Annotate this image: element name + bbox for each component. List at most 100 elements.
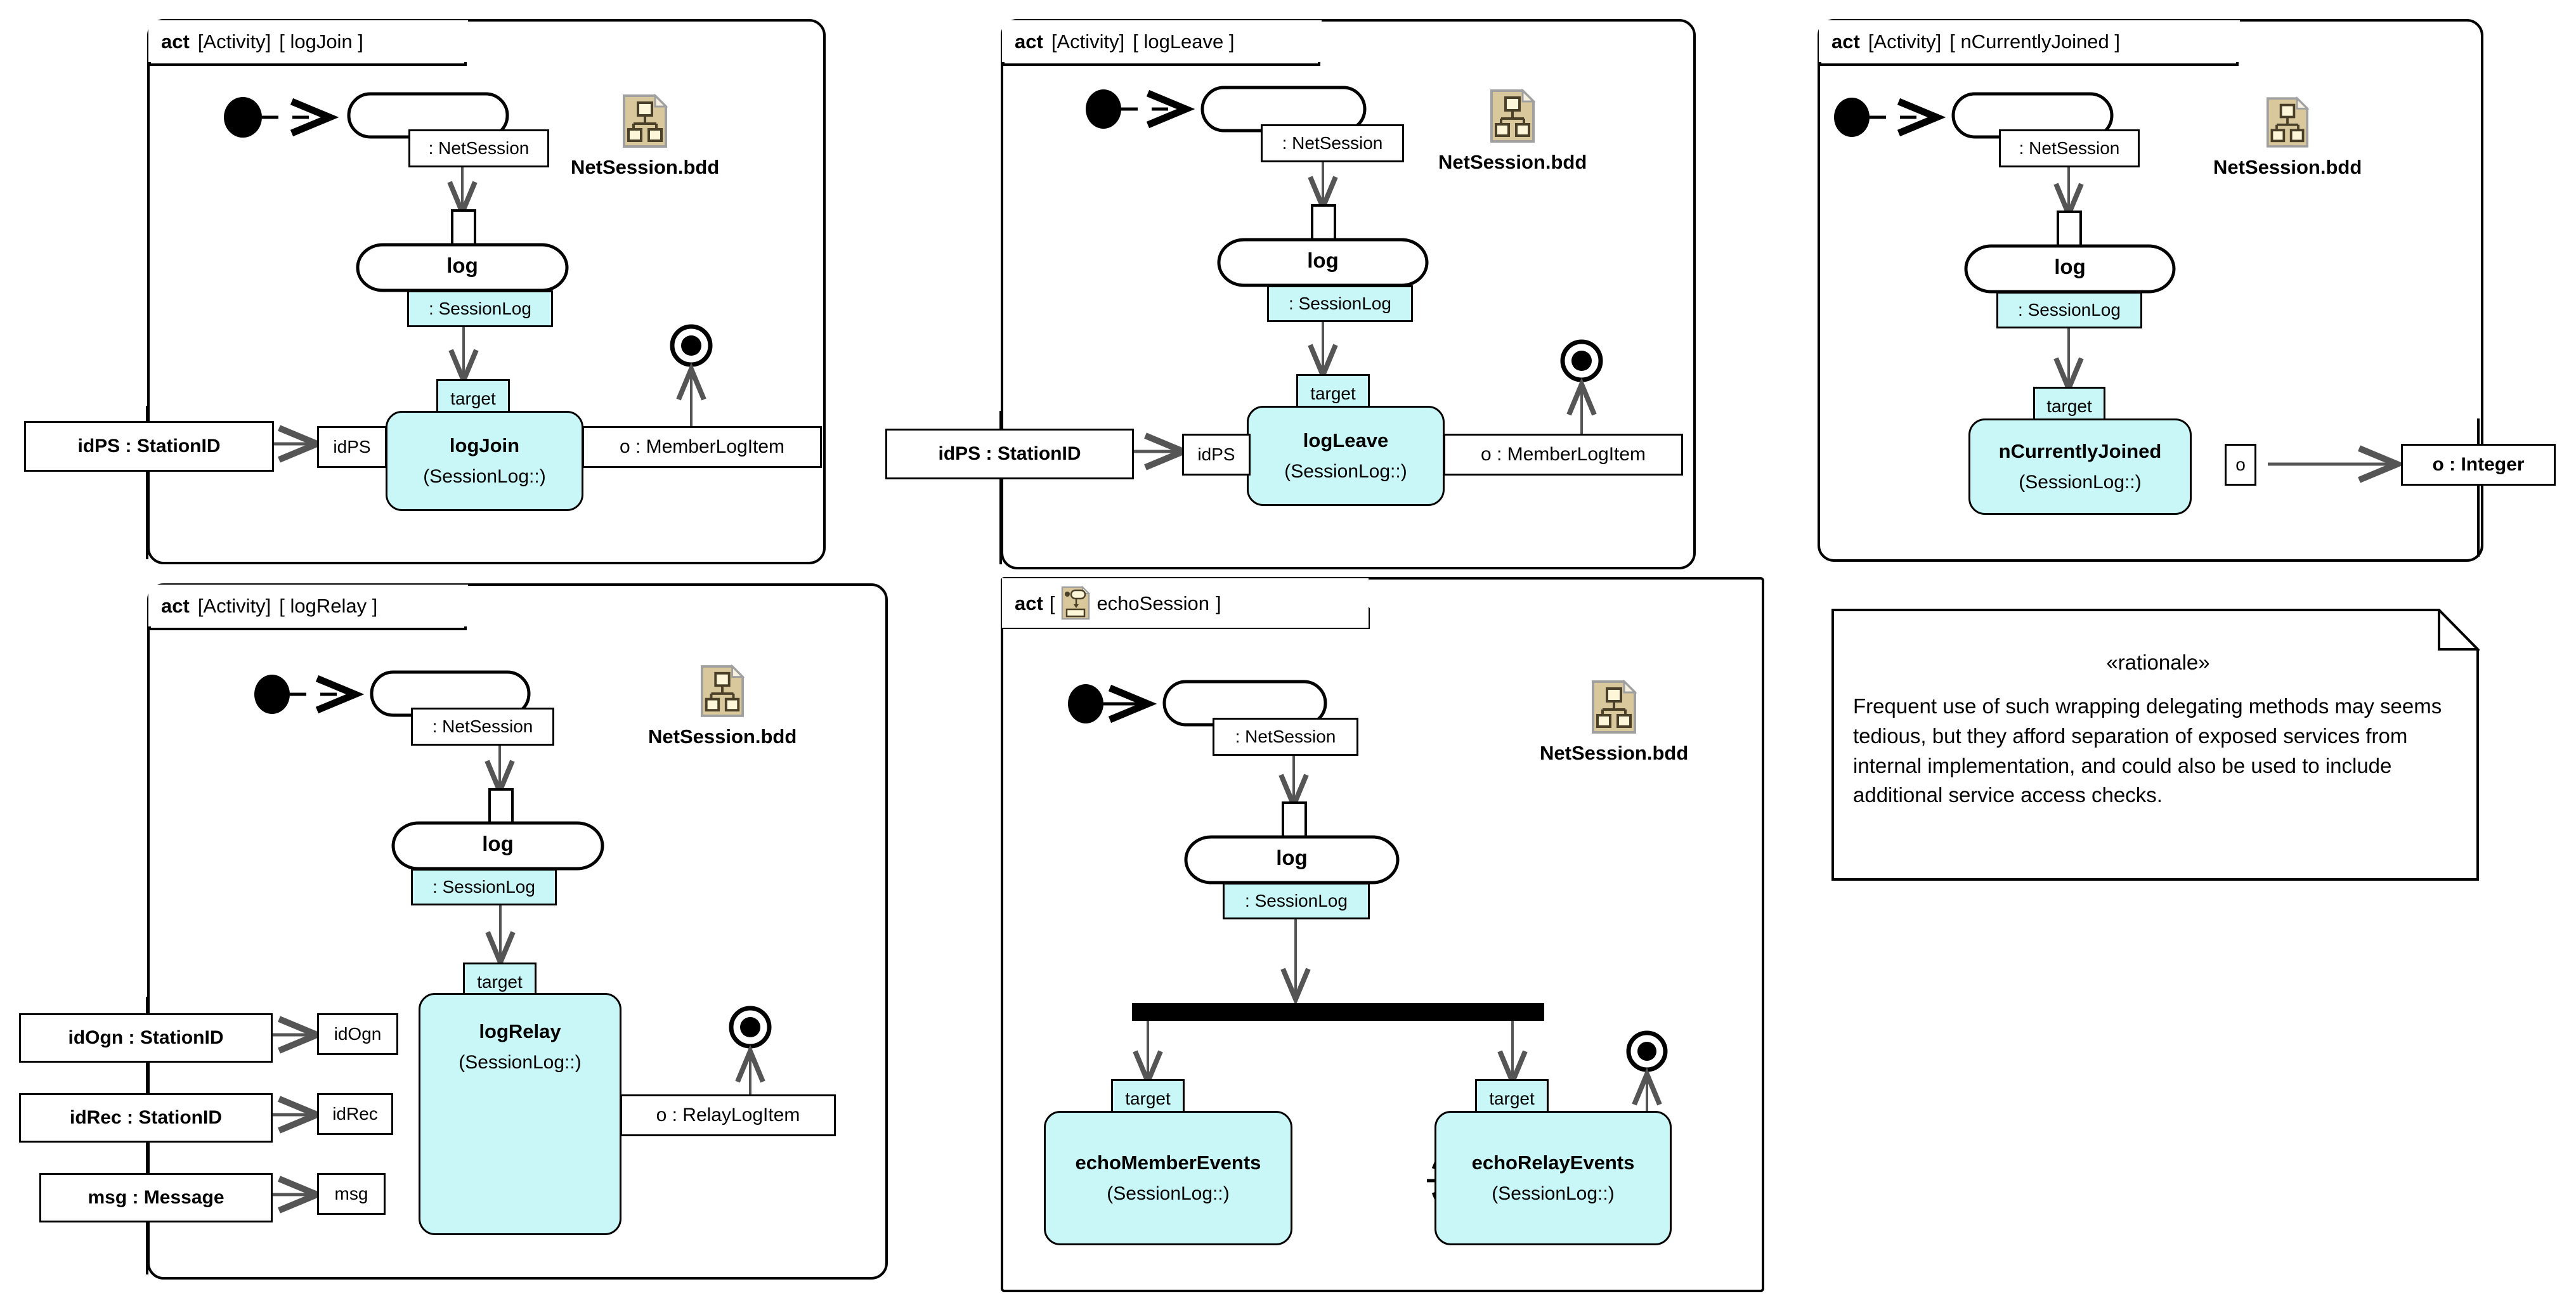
- frame-header-ncurrentlyjoined: act [Activity] [ nCurrentlyJoined ]: [1819, 20, 2240, 62]
- bdd-file-label: NetSession.bdd: [2213, 156, 2362, 178]
- accept-event-pin-netsession[interactable]: : NetSession: [408, 129, 549, 167]
- frame-meta: [Activity]: [197, 30, 271, 53]
- bdd-reference-logjoin[interactable]: NetSession.bdd: [571, 93, 719, 179]
- bdd-file-icon: [700, 664, 745, 721]
- output-pin-sessionlog[interactable]: : SessionLog: [407, 290, 553, 327]
- activity-parameter-msg[interactable]: msg : Message: [39, 1173, 273, 1222]
- bdd-file-icon: [1591, 679, 1637, 737]
- bdd-reference-ncurrentlyjoined[interactable]: NetSession.bdd: [2213, 96, 2362, 179]
- input-pin-idps[interactable]: idPS: [317, 426, 387, 468]
- bdd-file-icon: [1490, 88, 1536, 146]
- call-operation-logrelay[interactable]: logRelay (SessionLog::): [419, 993, 621, 1235]
- bdd-reference-logrelay[interactable]: NetSession.bdd: [648, 664, 797, 748]
- call-operation-ncurrentlyjoined[interactable]: nCurrentlyJoined (SessionLog::): [1968, 418, 2192, 515]
- activity-parameter-idogn[interactable]: idOgn : StationID: [19, 1013, 273, 1063]
- action-subtitle: (SessionLog::): [459, 1051, 582, 1073]
- pin-label: : NetSession: [2019, 138, 2120, 158]
- action-subtitle: (SessionLog::): [1107, 1183, 1230, 1204]
- note-shape: [1831, 609, 2480, 881]
- bdd-file-icon: [2266, 96, 2310, 152]
- pin-label: target: [1125, 1089, 1171, 1108]
- frame-bracket-close: ]: [1215, 592, 1221, 614]
- frame-keyword: act: [1015, 592, 1043, 614]
- action-title: echoRelayEvents: [1471, 1151, 1635, 1174]
- bdd-file-label: NetSession.bdd: [648, 725, 797, 748]
- pin-label: target: [1489, 1089, 1535, 1108]
- accept-event-pin-netsession[interactable]: : NetSession: [1213, 718, 1358, 756]
- pin-label: : NetSession: [428, 138, 530, 158]
- activity-parameter-memberlogitem[interactable]: o : MemberLogItem: [1443, 434, 1683, 476]
- input-pin-msg[interactable]: msg: [317, 1173, 386, 1215]
- action-log-label: log: [1307, 249, 1339, 272]
- input-pin-idps[interactable]: idPS: [1182, 434, 1251, 476]
- call-operation-logleave[interactable]: logLeave (SessionLog::): [1247, 406, 1445, 506]
- bdd-file-label: NetSession.bdd: [1540, 742, 1689, 764]
- action-log-label: log: [446, 254, 478, 277]
- pin-label: : SessionLog: [1245, 891, 1348, 911]
- note-text-block: «rationale» Frequent use of such wrappin…: [1853, 648, 2463, 810]
- pin-label: idRec: [332, 1104, 378, 1124]
- frame-header-logjoin: act [Activity] [ logJoin ]: [148, 20, 468, 62]
- activity-parameter-integer[interactable]: o : Integer: [2401, 444, 2556, 486]
- frame-name: [ logRelay ]: [279, 594, 378, 617]
- output-pin-sessionlog[interactable]: : SessionLog: [1996, 292, 2142, 328]
- bdd-file-label: NetSession.bdd: [1438, 151, 1587, 173]
- output-pin-o[interactable]: o: [2225, 444, 2256, 486]
- pin-label: o: [2235, 455, 2246, 474]
- activity-parameter-memberlogitem[interactable]: o : MemberLogItem: [582, 426, 822, 468]
- output-pin-sessionlog[interactable]: : SessionLog: [411, 869, 557, 905]
- note-stereotype: «rationale»: [2106, 651, 2210, 674]
- frame-header-logleave: act [Activity] [ logLeave ]: [1002, 20, 1322, 62]
- accept-event-pin-netsession[interactable]: : NetSession: [411, 708, 554, 746]
- frame-bracket-open: [: [1049, 592, 1055, 614]
- action-title: nCurrentlyJoined: [1998, 439, 2162, 462]
- action-title: logJoin: [449, 434, 520, 457]
- note-text: Frequent use of such wrapping delegating…: [1853, 694, 2442, 807]
- frame-header-logrelay: act [Activity] [ logRelay ]: [148, 585, 468, 626]
- bdd-reference-logleave[interactable]: NetSession.bdd: [1438, 88, 1587, 174]
- frame-name: echoSession: [1096, 592, 1209, 614]
- pin-label: : NetSession: [432, 716, 533, 736]
- pin-label: target: [450, 389, 496, 408]
- input-pin-idogn[interactable]: idOgn: [317, 1013, 398, 1055]
- action-title: logLeave: [1303, 429, 1389, 451]
- call-operation-echomemberevents[interactable]: echoMemberEvents (SessionLog::): [1044, 1111, 1292, 1245]
- frame-keyword: act: [161, 594, 190, 617]
- activity-parameter-idps[interactable]: idPS : StationID: [24, 421, 274, 472]
- accept-event-pin-netsession[interactable]: : NetSession: [1261, 124, 1404, 162]
- pin-label: : SessionLog: [2018, 300, 2121, 320]
- activity-parameter-idps[interactable]: idPS : StationID: [885, 429, 1134, 479]
- output-pin-sessionlog[interactable]: : SessionLog: [1223, 883, 1370, 919]
- activity-parameter-idrec[interactable]: idRec : StationID: [19, 1093, 273, 1143]
- pin-label: idOgn: [334, 1024, 382, 1044]
- frame-name: [ logJoin ]: [279, 30, 363, 53]
- pin-label: : SessionLog: [1289, 294, 1391, 313]
- frame-meta: [Activity]: [1868, 30, 1942, 53]
- action-log-label: log: [482, 832, 514, 855]
- action-title: logRelay: [479, 1020, 561, 1042]
- action-title: echoMemberEvents: [1075, 1151, 1261, 1174]
- input-pin-idrec[interactable]: idRec: [317, 1093, 393, 1135]
- accept-event-pin-netsession[interactable]: : NetSession: [1999, 129, 2140, 167]
- frame-meta: [Activity]: [197, 594, 271, 617]
- pin-label: : SessionLog: [433, 877, 535, 897]
- call-operation-logjoin[interactable]: logJoin (SessionLog::): [386, 411, 583, 511]
- action-subtitle: (SessionLog::): [2019, 471, 2142, 493]
- action-log-label: log: [2054, 255, 2086, 278]
- activity-parameter-relaylogitem[interactable]: o : RelayLogItem: [620, 1094, 836, 1136]
- action-subtitle: (SessionLog::): [1492, 1183, 1615, 1204]
- frame-keyword: act: [1015, 30, 1043, 53]
- action-log-label: log: [1276, 846, 1308, 869]
- pin-label: target: [2046, 396, 2092, 416]
- frame-name: [ nCurrentlyJoined ]: [1949, 30, 2121, 53]
- rationale-note: «rationale» Frequent use of such wrappin…: [1831, 609, 2480, 881]
- activity-diagram-icon: [1061, 585, 1091, 620]
- frame-keyword: act: [161, 30, 190, 53]
- output-pin-sessionlog[interactable]: : SessionLog: [1267, 285, 1413, 322]
- bdd-reference-echosession[interactable]: NetSession.bdd: [1540, 679, 1689, 765]
- pin-label: idPS: [333, 437, 371, 457]
- action-subtitle: (SessionLog::): [423, 465, 546, 487]
- pin-label: target: [1310, 384, 1356, 403]
- pin-label: idPS: [1197, 444, 1235, 464]
- call-operation-echorelayevents[interactable]: echoRelayEvents (SessionLog::): [1434, 1111, 1672, 1245]
